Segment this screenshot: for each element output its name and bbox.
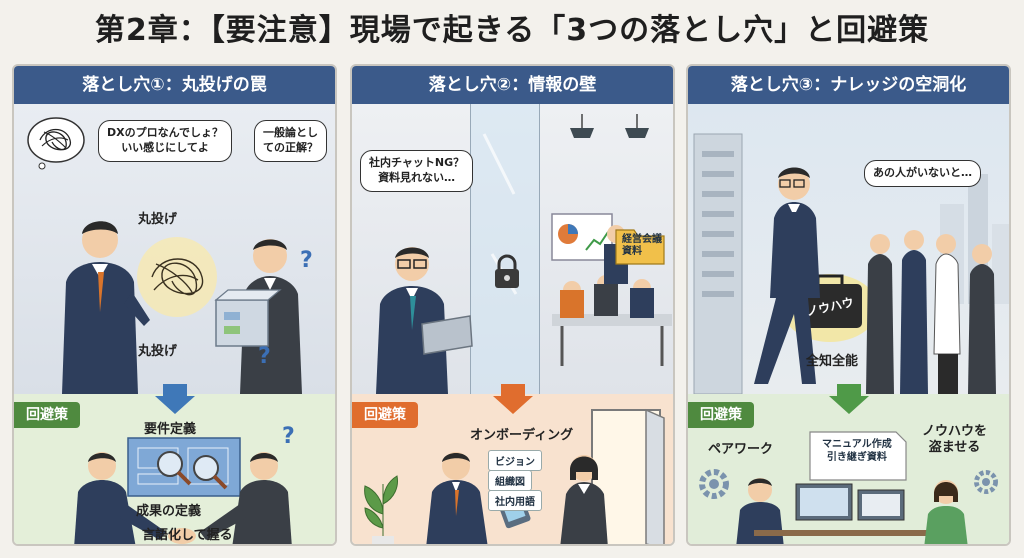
question-mark-icon: ? bbox=[282, 424, 295, 449]
gear-icon bbox=[699, 469, 729, 499]
panel-header: 落とし穴①：丸投げの罠 bbox=[14, 66, 335, 104]
man-with-laptop-figure bbox=[376, 247, 473, 394]
pair-work-figures bbox=[736, 478, 968, 544]
pitfall-panel-2: 落とし穴②：情報の壁 社内チャットNG？ 資料見れない… bbox=[350, 64, 675, 546]
manual-document-icon bbox=[809, 431, 907, 481]
steal-knowhow-label: ノウハウを 盗ませる bbox=[922, 424, 988, 456]
solution-badge: 回避策 bbox=[688, 402, 754, 428]
pitfall-scene: 社内チャットNG？ 資料見れない… bbox=[352, 104, 673, 394]
walking-man-figure bbox=[754, 167, 820, 384]
omniscient-caption: 全知全能 bbox=[806, 354, 859, 369]
label-marunage-top: 丸投げ bbox=[138, 212, 178, 227]
pair-work-label: ペアワーク bbox=[708, 442, 774, 457]
coworkers-group bbox=[866, 230, 996, 394]
pitfall-panel-1: 落とし穴①：丸投げの罠 DXのプロなんでしょ？ いい感じにしてよ 一般論とし て… bbox=[12, 64, 337, 546]
glass-wall bbox=[470, 104, 540, 394]
speech-bubble-blocked: 社内チャットNG？ 資料見れない… bbox=[360, 150, 474, 192]
solution-label-verbalize: 言語化して握る bbox=[142, 528, 233, 543]
onboarding-tag-orgchart: 組織図 bbox=[488, 470, 532, 491]
question-mark-icon: ? bbox=[258, 344, 271, 369]
office-building bbox=[693, 133, 743, 394]
tangle-thought-icon bbox=[27, 117, 85, 170]
speech-bubble-client: DXのプロなんでしょ？ いい感じにしてよ bbox=[98, 120, 233, 162]
gear-icon bbox=[974, 470, 998, 494]
pitfall-scene: DXのプロなんでしょ？ いい感じにしてよ 一般論とし ての正解？ 丸投げ 丸投げ bbox=[14, 104, 335, 394]
speech-bubble-dependency: あの人がいないと… bbox=[864, 160, 981, 187]
client-man-figure bbox=[62, 221, 150, 394]
label-marunage-bottom: 丸投げ bbox=[138, 344, 178, 359]
plant-icon bbox=[364, 475, 398, 544]
padlock-icon bbox=[495, 254, 519, 288]
down-arrow-icon bbox=[492, 384, 533, 414]
solution-label-deliverables: 成果の定義 bbox=[136, 504, 202, 519]
solution-badge: 回避策 bbox=[352, 402, 418, 428]
speech-bubble-consultant: 一般論とし ての正解？ bbox=[254, 120, 327, 162]
onboarding-title: オンボーディング bbox=[470, 428, 574, 443]
panel-header: 落とし穴③：ナレッジの空洞化 bbox=[688, 66, 1009, 104]
folder-label: 経営会議 資料 bbox=[622, 234, 662, 257]
solution-section: 回避策 要件定義 成果の定義 言語化して握る ? bbox=[14, 394, 335, 544]
meeting-room-scene bbox=[551, 114, 672, 366]
glowing-tangle-icon bbox=[137, 237, 217, 317]
onboarding-tag-glossary: 社内用語 bbox=[488, 490, 542, 511]
solution-section: 回避策 オンボーディング ビジョン 組織図 社内用語 bbox=[352, 394, 673, 544]
manual-document-label: マニュアル作成 引き継ぎ資料 bbox=[822, 439, 892, 463]
panel-header: 落とし穴②：情報の壁 bbox=[352, 66, 673, 104]
pitfall-scene: あの人がいないと… ノウハウ 全知全能 bbox=[688, 104, 1009, 394]
down-arrow-icon bbox=[154, 384, 195, 414]
pitfall-panel-3: 落とし穴③：ナレッジの空洞化 あの人がいないと… bbox=[686, 64, 1011, 546]
page-title: 第2章：【要注意】現場で起きる「3つの落とし穴」と回避策 bbox=[94, 13, 930, 48]
folder-icon bbox=[615, 229, 665, 265]
handshake-figures bbox=[74, 452, 292, 544]
solution-badge: 回避策 bbox=[14, 402, 80, 428]
solution-section: 回避策 ペアワーク ノウハウを 盗ませる マニュアル作成 引き継ぎ資料 bbox=[688, 394, 1009, 544]
consultant-man-figure bbox=[214, 239, 302, 394]
solution-label-requirements: 要件定義 bbox=[144, 422, 197, 437]
question-mark-icon: ? bbox=[300, 248, 313, 273]
onboarding-tag-vision: ビジョン bbox=[488, 450, 542, 471]
blueprint-icon bbox=[127, 437, 241, 497]
down-arrow-icon bbox=[828, 384, 869, 414]
